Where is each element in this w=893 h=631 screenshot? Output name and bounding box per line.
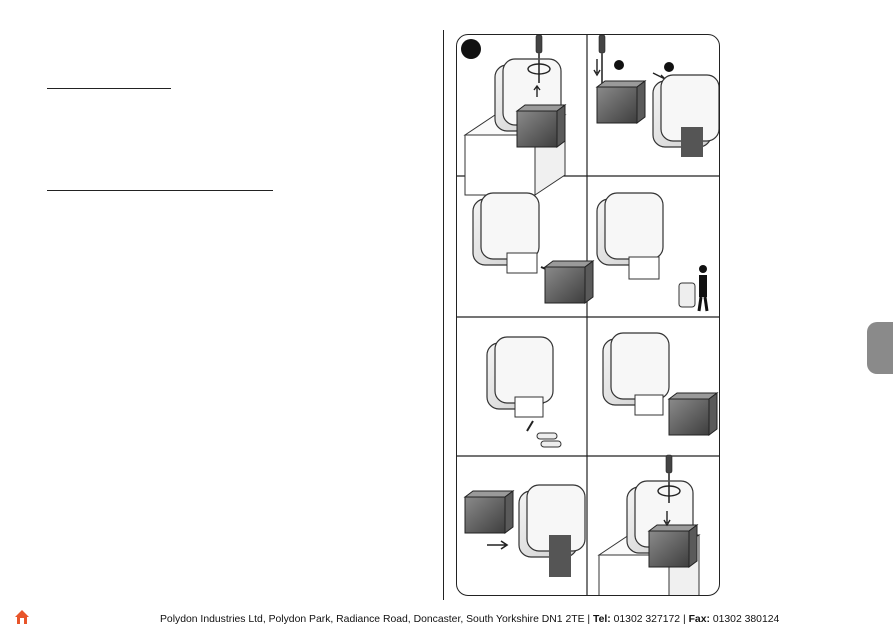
step-4-dispose-battery xyxy=(596,192,709,312)
footer-company: Polydon Industries Ltd, Polydon Park, Ra… xyxy=(160,614,585,625)
step-2-separate-base xyxy=(593,35,719,157)
step-marker-icon xyxy=(461,39,481,59)
footer-tel-label: Tel: xyxy=(593,614,611,625)
footer-fax: 01302 380124 xyxy=(712,614,780,625)
footer-text: Polydon Industries Ltd, Polydon Park, Ra… xyxy=(160,614,779,625)
footer-separator: | xyxy=(587,614,591,625)
heading-underline-1 xyxy=(47,88,171,89)
battery-replacement-illustration xyxy=(456,34,720,596)
battery-icon xyxy=(678,282,696,308)
section-tab[interactable] xyxy=(867,322,893,374)
footer: Polydon Industries Ltd, Polydon Park, Ra… xyxy=(0,610,893,629)
column-separator xyxy=(443,30,444,600)
screwdriver-icon xyxy=(598,35,606,84)
step-6-insert-battery-holder xyxy=(602,332,718,436)
step-5-insert-battery xyxy=(486,336,562,448)
home-icon[interactable] xyxy=(12,607,32,627)
footer-tel: 01302 327172 xyxy=(613,614,681,625)
step-3-remove-battery-holder xyxy=(472,192,594,304)
step-1-remove-screw xyxy=(461,35,566,196)
heading-underline-2 xyxy=(47,190,273,191)
footer-separator: | xyxy=(682,614,686,625)
step-7-reattach-base xyxy=(464,484,586,577)
footer-fax-label: Fax: xyxy=(688,614,710,625)
step-8-refit-screw xyxy=(598,454,700,595)
disposal-person-icon xyxy=(699,265,707,273)
